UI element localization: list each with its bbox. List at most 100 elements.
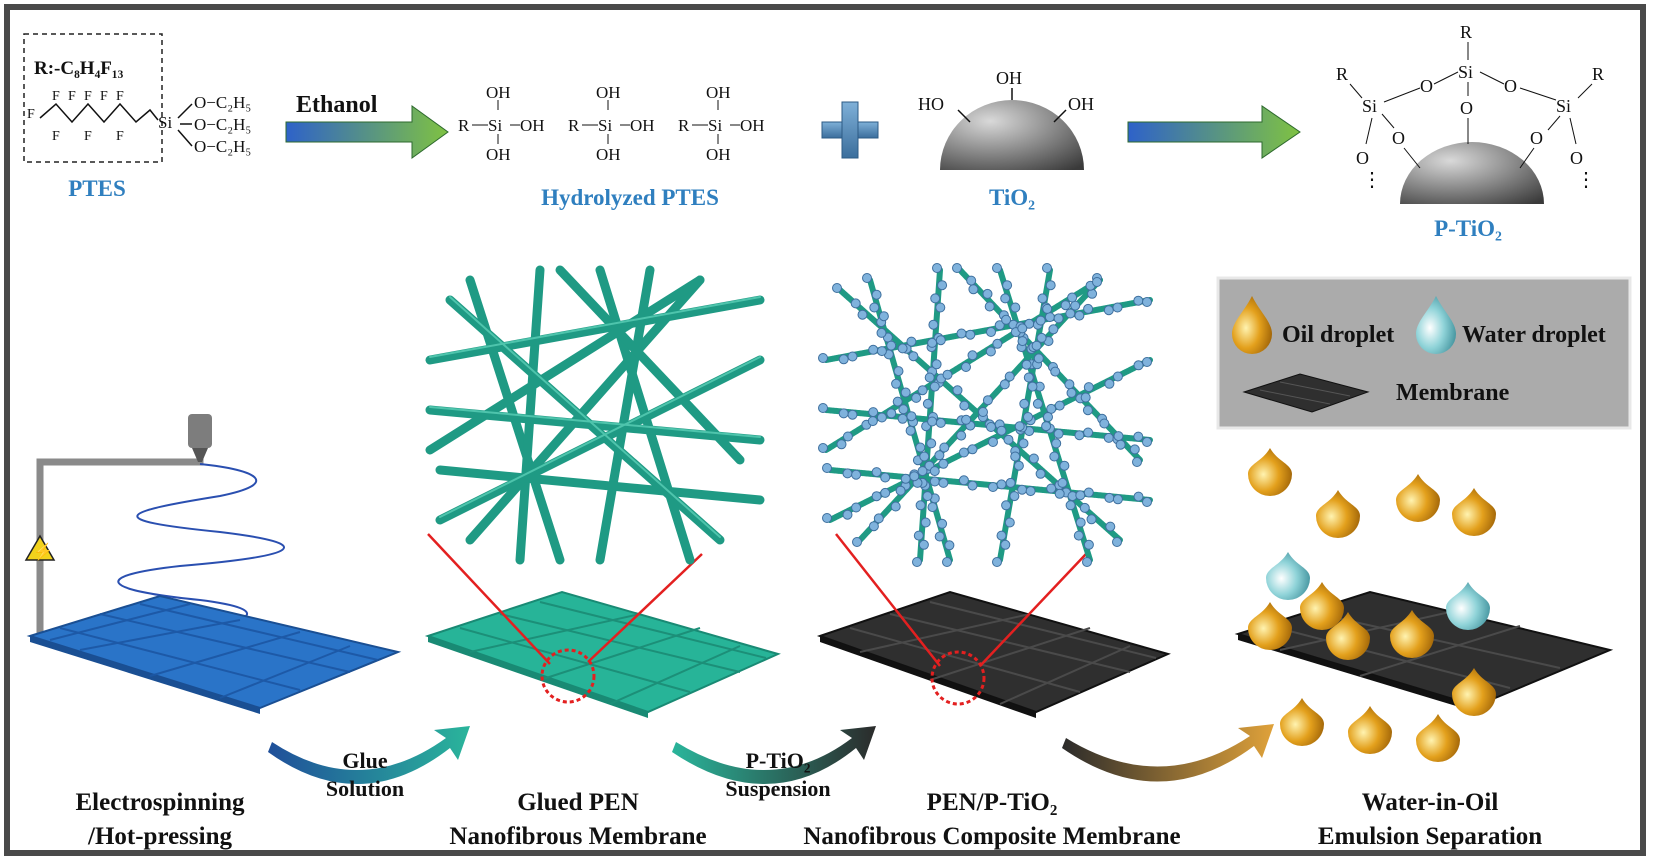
tio2-nanoparticle <box>944 540 955 551</box>
tio2-nanoparticle <box>869 302 880 313</box>
oil-droplet-icon <box>1390 610 1434 658</box>
tio2-nanoparticle <box>1005 477 1016 488</box>
tio2-nanoparticle <box>1042 303 1053 314</box>
lightning-icon: ⚡ <box>33 542 53 561</box>
tio2-nanoparticle <box>1142 437 1152 447</box>
tio2-nanoparticle <box>1132 457 1142 467</box>
tio2-nanoparticle <box>908 351 919 362</box>
oil-droplet-icon <box>1232 296 1272 354</box>
legend-oil-label: Oil droplet <box>1282 322 1394 348</box>
hydroxyl-label: OH <box>740 116 765 135</box>
tio2-nanoparticle <box>1083 487 1094 498</box>
fluorine-label: F <box>27 107 35 122</box>
tio2-nanoparticle <box>873 513 884 524</box>
r-group: R <box>1336 64 1348 84</box>
tio2-nanoparticle <box>917 466 928 477</box>
tio2-nanoparticle <box>1092 277 1102 287</box>
tio2-nanoparticle <box>895 485 906 496</box>
tio2-nanoparticle <box>868 407 879 418</box>
tio2-nanoparticle <box>1074 430 1085 441</box>
process-arrow-separation <box>1062 724 1274 782</box>
zoom-line <box>427 533 551 665</box>
tio2-nanoparticle <box>897 413 908 424</box>
tio2-nanoparticle <box>878 311 889 322</box>
tio2-nanoparticle <box>1099 418 1110 429</box>
tio2-nanoparticle <box>1082 405 1093 416</box>
tio2-nanoparticle <box>934 531 945 542</box>
water-droplet-icon <box>1266 552 1310 600</box>
tio2-nanoparticle <box>1065 500 1076 511</box>
oil-droplet-icon <box>1396 474 1440 522</box>
oil-droplet-icon <box>1326 612 1370 660</box>
tio2-nanoparticle <box>986 327 996 337</box>
tio2-nanoparticle <box>900 387 911 398</box>
tio2-nanoparticle <box>922 491 933 502</box>
arrow-label: Glue <box>342 748 387 773</box>
tio2-nanoparticle <box>992 338 1003 349</box>
droplets <box>1248 448 1496 762</box>
tio2-nanoparticle <box>851 502 862 513</box>
r-group: R <box>1592 64 1604 84</box>
hydroxyl-label: OH <box>1068 94 1094 114</box>
zoom-line <box>587 553 703 663</box>
reaction-arrow <box>1127 105 1301 159</box>
step-label: Glued PEN <box>517 789 639 816</box>
hydroxyl-label: OH <box>706 145 731 164</box>
tio2-nanoparticle <box>880 487 891 498</box>
tio2-nanoparticle <box>1112 302 1123 313</box>
fluorine-label: F <box>52 129 60 144</box>
tio2-nanoparticle <box>935 417 946 428</box>
tio2-nanoparticle <box>996 530 1007 541</box>
hydroxyl-label: OH <box>596 83 621 102</box>
tio2-nanoparticle <box>909 471 920 482</box>
hydroxyl-label: OH <box>706 83 731 102</box>
oil-droplet-icon <box>1248 448 1292 496</box>
ptes-label: PTES <box>68 176 126 201</box>
tio2-nanoparticle <box>929 381 940 392</box>
tio2-nanoparticle <box>1067 292 1078 303</box>
tio2-nanoparticle <box>1004 517 1015 528</box>
high-voltage-icon <box>24 534 56 561</box>
electrospinning-apparatus: ⚡ <box>24 414 286 640</box>
tio2-nanoparticle <box>926 438 937 449</box>
zoom-line <box>835 533 941 667</box>
fluorine-label: F <box>116 129 124 144</box>
tio2-nanoparticle <box>852 537 862 547</box>
tio2-nanoparticle <box>1017 336 1028 347</box>
arrow-label: Solution <box>326 776 404 801</box>
tio2-nanoparticle <box>1003 434 1014 445</box>
p-tio2-particle: R Si O O O R Si O O ⋮ R Si O <box>1336 22 1604 204</box>
step-label: Electrospinning <box>75 789 245 816</box>
tio2-nanoparticle <box>913 530 924 541</box>
tio2-nanoparticle <box>847 409 858 420</box>
tio2-nanoparticle <box>927 416 938 427</box>
tio2-nanoparticle <box>818 403 828 413</box>
svg-text:⋮: ⋮ <box>1362 169 1382 191</box>
tio2-nanoparticle <box>1133 491 1144 502</box>
oxygen-label: O <box>1530 128 1543 148</box>
tio2-nanoparticle <box>1014 421 1025 432</box>
tio2-nanoparticle <box>1046 483 1057 494</box>
tio2-nanoparticle <box>876 346 887 357</box>
tio2-nanoparticle <box>959 400 970 411</box>
polymer-jet <box>117 463 286 635</box>
silicon-label: Si <box>1362 96 1377 116</box>
tio2-nanoparticle <box>1023 372 1034 383</box>
tio2-nanoparticle <box>1049 451 1060 462</box>
tio2-nanoparticle <box>880 472 891 483</box>
tio2-nanoparticle <box>871 491 882 502</box>
substituent-box <box>23 33 163 163</box>
fluorine-label: F <box>52 89 60 104</box>
step-label: /Hot-pressing <box>87 823 232 850</box>
tio2-nanoparticle <box>1023 412 1033 422</box>
tio2-nanoparticle <box>956 328 967 339</box>
tio2-nanoparticle <box>857 309 868 320</box>
tio2-nanoparticle <box>1113 431 1124 442</box>
oil-droplet-icon <box>1300 582 1344 630</box>
oil-droplet-icon <box>1452 668 1496 716</box>
tio2-nanoparticle <box>929 476 940 487</box>
tio2-nanoparticle <box>1002 280 1013 291</box>
ethoxy-group: O−C₂H₅ <box>194 137 251 156</box>
oil-droplet-icon <box>1248 602 1292 650</box>
tio2-nanoparticle <box>876 327 887 338</box>
